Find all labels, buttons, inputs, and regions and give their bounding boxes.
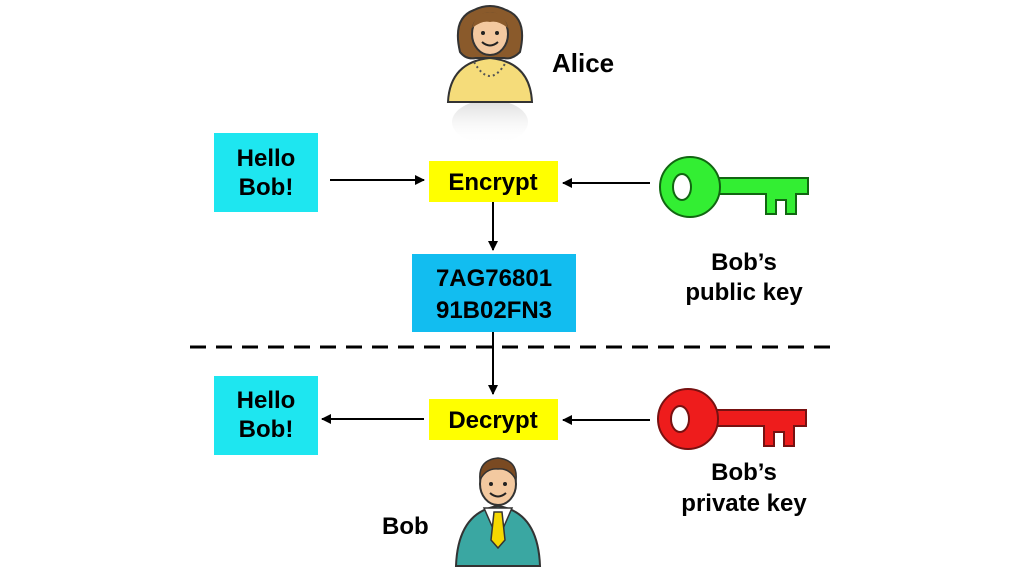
alice-reflection [452,100,528,144]
decrypted-box [214,376,318,455]
decrypt-box [429,399,558,440]
bob-hair [479,457,517,483]
public-key-icon [659,156,809,218]
bob-label: Bob [382,513,429,540]
private-key-line1: Bob’s [711,459,777,486]
encrypt-label: Encrypt [448,169,537,196]
plaintext-box [214,133,318,212]
plaintext-line1: Hello [237,145,296,172]
private-key-line2: private key [681,490,807,517]
bob-avatar [454,457,542,567]
bob-tie [490,511,506,550]
decrypted-line1: Hello [237,387,296,414]
ciphertext-line2: 91B02FN3 [436,297,552,324]
alice-dress [446,56,534,103]
public-key-shaft [717,177,809,215]
public-key-line1: Bob’s [711,249,777,276]
decrypted-line2: Bob! [239,416,294,443]
ciphertext-line1: 7AG76801 [436,265,552,292]
encrypt-box [429,161,558,202]
alice-avatar [446,5,534,144]
private-key-shaft [715,409,807,447]
plaintext-line2: Bob! [239,174,294,201]
public-key-line2: public key [685,279,803,306]
private-key-icon [657,388,807,450]
ciphertext-box [412,254,576,332]
alice-bangs [472,12,508,28]
alice-label: Alice [552,48,614,78]
decrypt-label: Decrypt [448,407,537,434]
